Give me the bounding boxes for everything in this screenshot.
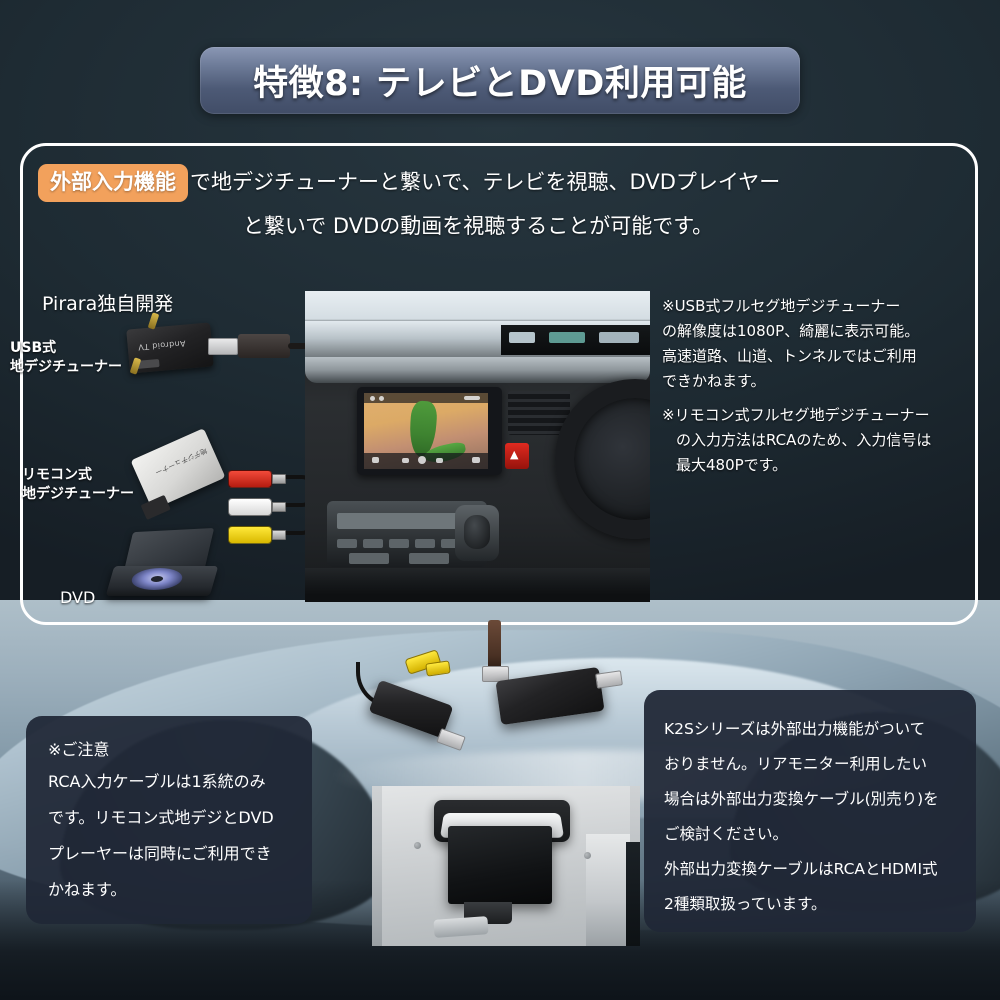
status-icon-right <box>464 396 480 400</box>
roof-fixture-right <box>584 852 591 859</box>
instrument-cluster <box>501 325 650 355</box>
info-line-3: 場合は外部出力変換ケーブル(別売り)を <box>664 790 939 808</box>
video-prev-button[interactable] <box>402 458 409 463</box>
usb-cable-head <box>238 334 290 358</box>
climate-button-5[interactable] <box>441 539 461 548</box>
video-control-bar <box>364 453 488 469</box>
usb-tuner-label-line-1: USB式 <box>10 340 57 356</box>
caution-heading: ※ご注意 <box>48 740 110 759</box>
climate-button-1[interactable] <box>337 539 357 548</box>
video-list-button[interactable] <box>372 457 379 463</box>
hdmi-cable-connector <box>482 620 509 682</box>
lead-line-2: と繋いで DVDの動画を視聴することが可能です。 <box>242 214 714 238</box>
remote-tuner-print: 地デジチューナー <box>153 446 209 477</box>
console-lower-trim <box>305 568 650 602</box>
side-window <box>626 842 640 946</box>
info-line-2: おりません。リアモニター利用したい <box>664 755 928 773</box>
car-interior-photo <box>305 291 650 602</box>
remote-tuner-label-line-2: 地デジチューナー <box>22 486 134 502</box>
cluster-segment-right <box>599 332 639 343</box>
head-unit-screen <box>364 393 488 469</box>
rca-connector-group <box>228 470 338 544</box>
cluster-segment-speed <box>509 332 535 343</box>
remote-tuner-label-line-1: リモコン式 <box>22 467 92 483</box>
air-vent <box>508 391 570 435</box>
caution-line-4: かねます。 <box>48 880 127 899</box>
door-pillar <box>586 834 630 946</box>
video-status-bar <box>364 393 488 403</box>
caution-line-2: です。リモコン式地デジとDVD <box>48 808 274 827</box>
remote-tuner-label: リモコン式 地デジチューナー <box>22 466 134 504</box>
climate-button-4[interactable] <box>415 539 435 548</box>
rca-white-plug <box>228 498 272 516</box>
note-1-line-3: 高速道路、山道、トンネルではご利用 <box>662 347 917 365</box>
climate-button-2[interactable] <box>363 539 383 548</box>
info-line-5: 外部出力変換ケーブルはRCAとHDMI式 <box>664 860 938 878</box>
head-unit <box>357 387 502 475</box>
dashboard-hood <box>305 357 650 383</box>
caution-line-3: プレーヤーは同時にご利用でき <box>48 844 272 863</box>
lead-line-1: で地デジチューナーと繋いで、テレビを視聴、DVDプレイヤー <box>190 170 781 194</box>
lead-paragraph: 外部入力機能で地デジチューナーと繋いで、テレビを視聴、DVDプレイヤー と繋いで… <box>38 160 958 248</box>
usb-tuner-label: USB式 地デジチューナー <box>10 339 122 377</box>
external-input-badge: 外部入力機能 <box>38 164 188 202</box>
info-line-1: K2Sシリーズは外部出力機能がついて <box>664 720 926 738</box>
hazard-light-button[interactable] <box>505 443 529 469</box>
note-2-line-3: 最大480Pです。 <box>676 456 788 474</box>
rca-red-tip <box>272 474 286 484</box>
usb-plug-icon <box>208 338 238 355</box>
info-callout-right: K2Sシリーズは外部出力機能がついて おりません。リアモニター利用したい 場合は… <box>644 690 976 932</box>
climate-display <box>337 513 467 529</box>
right-notes: ※USB式フルセグ地デジチューナー の解像度は1080P、綺麗に表示可能。 高速… <box>662 294 982 478</box>
usb-tuner-brand-mark: Android TV <box>137 338 186 352</box>
status-icon-left-2 <box>379 396 384 401</box>
flip-monitor-screen <box>448 826 552 904</box>
page-title-banner: 特徴8: テレビとDVD利用可能 <box>200 47 800 114</box>
caution-callout-left: ※ご注意 RCA入力ケーブルは1系統のみ です。リモコン式地デジとDVD プレー… <box>26 716 312 924</box>
info-line-6: 2種類取扱っています。 <box>664 895 827 913</box>
rca-yellow-tip <box>272 530 286 540</box>
seat-heater-left-button[interactable] <box>349 553 389 564</box>
adapter-dongles-photo <box>350 620 650 756</box>
note-1-line-1: ※USB式フルセグ地デジチューナー <box>662 297 901 315</box>
hdmi-adapter-dongle <box>495 666 605 726</box>
video-fullscreen-button[interactable] <box>472 457 480 463</box>
seat-heater-right-button[interactable] <box>409 553 449 564</box>
note-2-line-1: ※リモコン式フルセグ地デジチューナー <box>662 406 930 424</box>
brand-label: Pirara独自開発 <box>42 293 174 315</box>
cluster-segment-center <box>549 332 585 343</box>
dvd-player-device <box>105 527 219 596</box>
rear-monitor-photo <box>372 786 640 946</box>
note-1-line-2: の解像度は1080P、綺麗に表示可能。 <box>662 322 920 340</box>
rca-red-plug <box>228 470 272 488</box>
note-1-line-4: できかねます。 <box>662 372 766 390</box>
usb-tuner-device: Android TV <box>126 322 214 374</box>
video-next-button[interactable] <box>436 458 443 463</box>
dvd-label: DVD <box>60 588 96 607</box>
usb-tuner-label-line-2: 地デジチューナー <box>10 359 122 375</box>
caution-line-1: RCA入力ケーブルは1系統のみ <box>48 772 266 791</box>
rear-view-mirror <box>433 916 489 938</box>
page-title: 特徴8: テレビとDVD利用可能 <box>253 64 747 104</box>
rca-white-tip <box>272 502 286 512</box>
note-2-line-2: の入力方法はRCAのため、入力信号は <box>676 431 932 449</box>
status-icon-left <box>370 396 375 401</box>
hdmi-adapter-usb-plug <box>595 670 623 689</box>
gear-shifter <box>455 505 499 561</box>
rca-yellow-connector-b <box>425 660 451 677</box>
roof-fixture-left <box>414 842 421 849</box>
rca-adapter-usb-plug <box>436 728 466 751</box>
video-play-pause-button[interactable] <box>418 456 426 464</box>
climate-button-3[interactable] <box>389 539 409 548</box>
rca-yellow-plug <box>228 526 272 544</box>
info-line-4: ご検討ください。 <box>664 825 789 843</box>
